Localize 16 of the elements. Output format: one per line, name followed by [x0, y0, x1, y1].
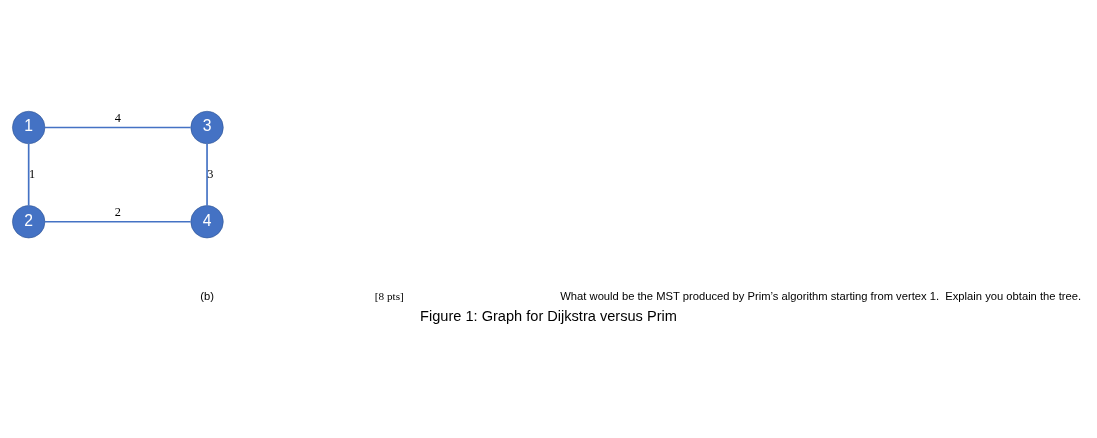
caption: Figure 1: Graph for Dijkstra versus Prim — [420, 307, 677, 324]
label: (b) — [200, 289, 214, 302]
edge-label: 1 — [28, 166, 36, 181]
edge-label: 4 — [114, 110, 121, 125]
connector — [206, 142, 208, 206]
connector — [44, 220, 192, 223]
node-circle: 4 — [190, 204, 224, 238]
node-circle: 3 — [190, 110, 224, 144]
label: [8 pts] — [374, 289, 404, 302]
node-circle: 2 — [12, 204, 46, 238]
edge-label: 2 — [114, 204, 121, 219]
edge-label: 3 — [207, 166, 214, 181]
label: What would be the MST produced by Prim’s algorithm starting from vertex 1. Explain you obtain the tree. — [560, 289, 1082, 302]
connector — [44, 126, 192, 128]
node-circle: 1 — [12, 110, 46, 144]
connector — [27, 142, 30, 206]
